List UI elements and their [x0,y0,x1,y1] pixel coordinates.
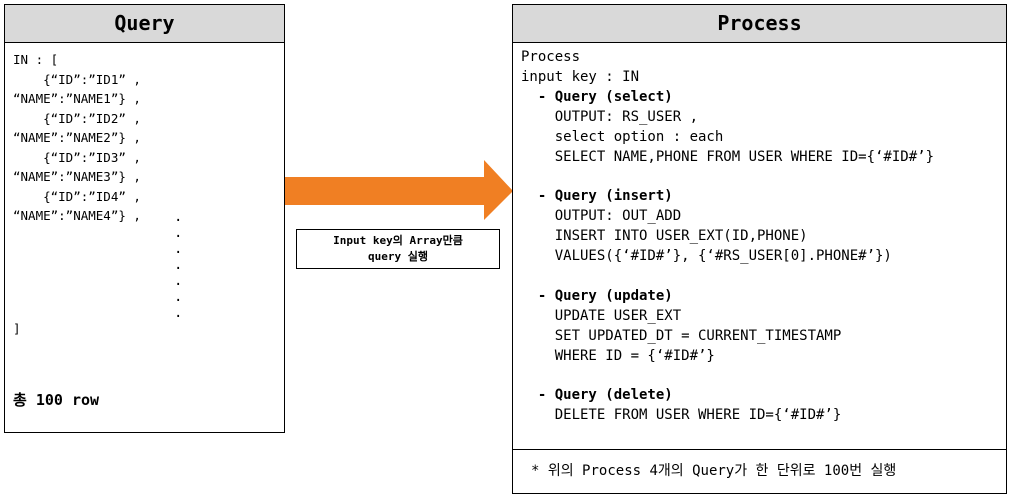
query-input-line: IN : [ [13,52,59,67]
query-input-close-bracket: ] [13,321,21,336]
process-line: INSERT INTO USER_EXT(ID,PHONE) [521,228,808,245]
process-line: SELECT NAME,PHONE FROM USER WHERE ID={‘#… [521,148,935,165]
arrow-label-line2: query 실행 [368,250,428,263]
process-line: SET UPDATED_DT = CURRENT_TIMESTAMP [521,327,842,344]
process-definition: Process input key : IN - Query (select) O… [521,48,934,426]
process-line: OUTPUT: OUT_ADD [521,208,682,225]
process-panel: Process Process input key : IN - Query (s… [512,4,1007,494]
process-query-heading: - Query (select) [521,88,673,105]
process-panel-title: Process [513,5,1006,43]
query-panel: Query IN : [ {“ID”:”ID1” , “NAME”:”NAME1”… [4,4,285,433]
query-input-line: “NAME”:”NAME3”} , [13,169,141,184]
query-input-line: {“ID”:”ID3” , [13,149,141,165]
process-line [521,367,934,387]
query-input-line: “NAME”:”NAME4”} , [13,208,141,223]
ellipsis-dots: ....... [174,209,183,321]
query-panel-title: Query [5,5,284,43]
process-line: UPDATE USER_EXT [521,307,682,324]
query-input-line: {“ID”:”ID4” , [13,188,141,204]
query-input-list: IN : [ {“ID”:”ID1” , “NAME”:”NAME1”} , {“… [13,50,141,226]
process-line: Process [521,49,581,65]
query-input-line: “NAME”:”NAME1”} , [13,91,141,106]
process-line: OUTPUT: RS_USER , [521,108,699,125]
divider [513,449,1006,450]
process-line: VALUES({‘#ID#’}, {‘#RS_USER[0].PHONE#’}) [521,248,892,265]
process-line [521,267,934,287]
process-query-heading: - Query (delete) [521,387,673,404]
query-input-line: {“ID”:”ID1” , [13,71,141,87]
right-arrow-icon [285,160,513,220]
query-input-line: {“ID”:”ID2” , [13,110,141,126]
process-query-heading: - Query (update) [521,287,673,304]
process-query-heading: - Query (insert) [521,188,673,205]
process-line [521,167,934,187]
process-line: select option : each [521,128,724,145]
process-line: WHERE ID = {‘#ID#’} [521,347,715,364]
process-footnote: * 위의 Process 4개의 Query가 한 단위로 100번 실행 [531,463,897,479]
arrow-label-line1: Input key의 Array만큼 [333,234,463,247]
arrow-label: Input key의 Array만큼 query 실행 [296,229,500,269]
query-total-rows: 총 100 row [13,391,100,409]
query-input-line: “NAME”:”NAME2”} , [13,130,141,145]
process-line: input key : IN [521,68,640,85]
process-line: DELETE FROM USER WHERE ID={‘#ID#’} [521,407,842,424]
